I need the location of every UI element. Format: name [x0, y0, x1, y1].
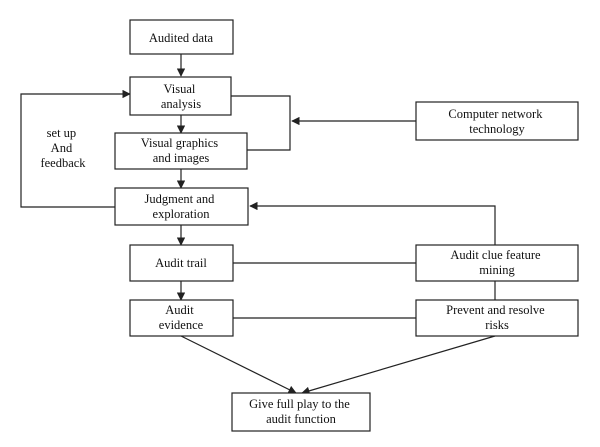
node-visual-graphics-line-2: and images	[153, 151, 210, 165]
node-prevent-risks-line-2: risks	[485, 318, 509, 332]
node-audit-trail-label: Audit trail	[155, 256, 207, 270]
node-computer-network-label: Computer network technology	[448, 107, 545, 136]
node-judgment-line-1: Judgment and	[145, 192, 216, 206]
feedback-label-line-3: feedback	[40, 156, 86, 170]
node-visual-graphics-label: Visual graphics and images	[141, 136, 221, 165]
arrow-prevent-to-goal	[301, 335, 496, 395]
node-audit-evidence-line-1: Audit	[165, 303, 194, 317]
arrow-clue-to-judgment	[249, 201, 496, 245]
node-computer-network: Computer network technology	[415, 101, 579, 141]
graphics-bracket	[231, 95, 291, 151]
node-visual-graphics-line-1: Visual graphics	[141, 136, 218, 150]
node-audit-evidence: Audit evidence	[129, 299, 234, 337]
node-audit-evidence-label: Audit evidence	[159, 303, 204, 332]
node-audited-data-label: Audited data	[149, 31, 214, 45]
node-audited-data-line-1: Audited data	[149, 31, 214, 45]
node-audit-trail-line-1: Audit trail	[155, 256, 207, 270]
node-computer-network-line-2: technology	[469, 122, 525, 136]
node-audited-data: Audited data	[129, 19, 234, 55]
node-prevent-risks-line-1: Prevent and resolve	[446, 303, 545, 317]
node-visual-analysis-line-2: analysis	[161, 97, 201, 111]
connectors	[20, 54, 496, 395]
feedback-label-line-1: set up	[47, 126, 77, 140]
node-judgment-label: Judgment and exploration	[145, 192, 218, 221]
node-clue-mining: Audit clue feature mining	[415, 244, 579, 282]
node-computer-network-line-1: Computer network	[448, 107, 543, 121]
node-clue-mining-line-2: mining	[479, 263, 515, 277]
feedback-loop	[20, 89, 131, 208]
node-clue-mining-line-1: Audit clue feature	[450, 248, 541, 262]
node-give-full-play-line-2: audit function	[266, 412, 337, 426]
node-visual-analysis-label: Visual analysis	[161, 82, 201, 111]
node-give-full-play-line-1: Give full play to the	[249, 397, 350, 411]
node-prevent-risks: Prevent and resolve risks	[415, 299, 579, 337]
node-audit-trail: Audit trail	[129, 244, 234, 282]
node-prevent-risks-label: Prevent and resolve risks	[446, 303, 548, 332]
node-visual-analysis: Visual analysis	[129, 76, 232, 116]
node-clue-mining-label: Audit clue feature mining	[450, 248, 543, 277]
node-give-full-play-label: Give full play to the audit function	[249, 397, 353, 426]
node-judgment: Judgment and exploration	[114, 187, 249, 226]
feedback-label-text: set up And feedback	[40, 126, 86, 170]
node-judgment-line-2: exploration	[153, 207, 211, 221]
node-visual-graphics: Visual graphics and images	[114, 132, 248, 170]
arrow-evidence-to-goal	[180, 335, 297, 394]
node-audit-evidence-line-2: evidence	[159, 318, 204, 332]
feedback-label: set up And feedback	[40, 126, 86, 170]
node-give-full-play: Give full play to the audit function	[231, 392, 371, 432]
node-visual-analysis-line-1: Visual	[163, 82, 195, 96]
feedback-label-line-2: And	[51, 141, 73, 155]
